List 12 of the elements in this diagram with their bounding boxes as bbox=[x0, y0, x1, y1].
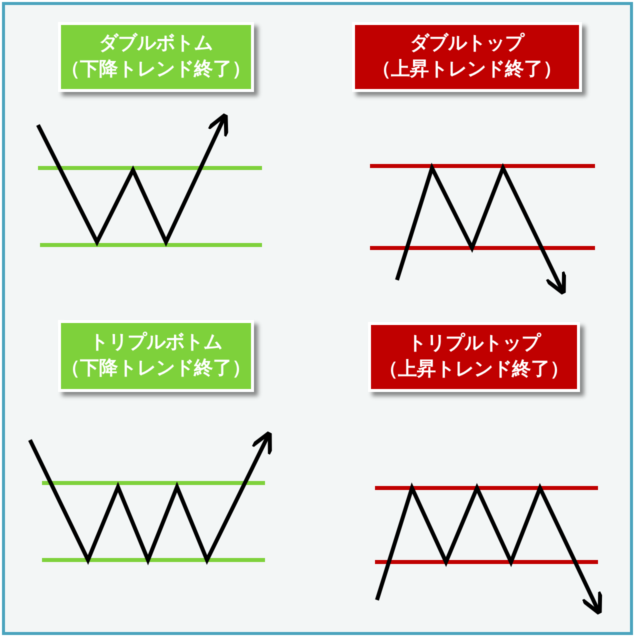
pattern-name: トリプルトップ bbox=[406, 331, 542, 356]
pattern-name: トリプルボトム bbox=[88, 330, 224, 356]
pattern-note: （下降トレンド終了） bbox=[61, 356, 251, 381]
pattern-note: （下降トレンド終了） bbox=[61, 57, 251, 82]
pattern-title-box bbox=[352, 22, 582, 92]
pattern-note: （上昇トレンド終了） bbox=[371, 57, 563, 82]
pattern-name: ダブルボトム bbox=[98, 31, 214, 56]
pattern-name: ダブルトップ bbox=[409, 31, 526, 56]
pattern-note: （上昇トレンド終了） bbox=[378, 357, 570, 382]
pattern-title-box bbox=[58, 320, 254, 392]
pattern-title-box bbox=[58, 22, 254, 92]
pattern-title-box bbox=[368, 322, 580, 392]
